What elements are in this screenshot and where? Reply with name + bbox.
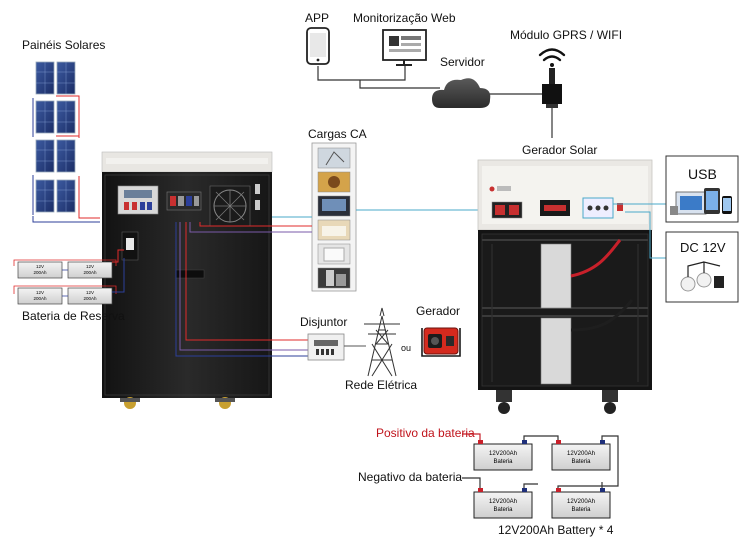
bank-battery: 12V200Ah Bateria bbox=[551, 443, 611, 471]
solar-panel bbox=[35, 179, 55, 213]
generator-label: Gerador bbox=[416, 304, 461, 318]
usb-label: USB bbox=[688, 166, 717, 182]
bank-battery: 12V200Ah Bateria bbox=[473, 443, 533, 471]
bank-battery: 12V200Ah Bateria bbox=[551, 491, 611, 519]
bank-battery-model: 12V200Ah bbox=[489, 499, 517, 505]
solar-panels bbox=[35, 61, 76, 213]
backup-battery: 12V200Ah bbox=[17, 287, 63, 305]
grid-label: Rede Elétrica bbox=[345, 378, 418, 392]
solar-generator-label: Gerador Solar bbox=[522, 143, 598, 157]
backup-battery-capacity: 200Ah bbox=[83, 296, 97, 301]
output-lines bbox=[613, 203, 666, 259]
backup-battery-voltage: 12V bbox=[86, 264, 94, 269]
generator-icon bbox=[421, 327, 461, 357]
bank-battery: 12V200Ah Bateria bbox=[473, 491, 533, 519]
solar-panel bbox=[56, 100, 76, 134]
breaker-label: Disjuntor bbox=[300, 315, 348, 329]
bank-battery-model: 12V200Ah bbox=[489, 451, 517, 457]
solar-panel bbox=[56, 179, 76, 213]
backup-battery: 12V200Ah bbox=[67, 287, 113, 305]
battery-bank: 12V200Ah Bateria 12V200Ah Bateria 12V200… bbox=[462, 433, 619, 519]
dc12v-label: DC 12V bbox=[680, 240, 726, 255]
bank-battery-label: Bateria bbox=[571, 507, 591, 513]
breaker-box bbox=[307, 333, 345, 361]
solar-generator-cabinet bbox=[477, 159, 653, 414]
backup-battery-label: Bateria de Reserva bbox=[22, 309, 125, 323]
backup-battery-capacity: 200Ah bbox=[33, 296, 47, 301]
server-label: Servidor bbox=[440, 55, 485, 69]
phone-icon bbox=[306, 27, 330, 65]
monitor-icon bbox=[382, 29, 427, 66]
ac-wiring bbox=[175, 216, 312, 357]
or-label: ou bbox=[401, 343, 412, 353]
backup-battery: 12V200Ah bbox=[67, 261, 113, 279]
panel-wiring bbox=[32, 95, 100, 223]
power-tower-icon bbox=[364, 307, 400, 377]
wifi-icon bbox=[538, 48, 566, 67]
app-label: APP bbox=[305, 11, 330, 25]
bank-battery-label: Bateria bbox=[571, 459, 591, 465]
backup-battery-voltage: 12V bbox=[86, 290, 94, 295]
bank-battery-model: 12V200Ah bbox=[567, 499, 595, 505]
ac-loads bbox=[311, 142, 357, 292]
battery-negative-label: Negativo da bateria bbox=[358, 470, 463, 484]
ac-loads-label: Cargas CA bbox=[308, 127, 367, 141]
bank-battery-label: Bateria bbox=[493, 459, 513, 465]
backup-battery-voltage: 12V bbox=[36, 290, 44, 295]
backup-battery-capacity: 200Ah bbox=[33, 270, 47, 275]
dc-12v-devices bbox=[665, 231, 739, 303]
solar-panels-label: Painéis Solares bbox=[22, 38, 106, 52]
inverter-cabinet bbox=[101, 151, 273, 409]
gprs-wifi-label: Módulo GPRS / WIFI bbox=[510, 28, 623, 42]
gprs-module bbox=[542, 68, 562, 108]
solar-panel bbox=[35, 139, 55, 173]
battery-positive-label: Positivo da bateria bbox=[376, 426, 475, 440]
solar-panel bbox=[35, 100, 55, 134]
battery-bank-label: 12V200Ah Battery * 4 bbox=[498, 523, 614, 537]
web-monitoring-label: Monitorização Web bbox=[353, 11, 456, 25]
solar-panel bbox=[56, 139, 76, 173]
bank-battery-model: 12V200Ah bbox=[567, 451, 595, 457]
solar-panel bbox=[56, 61, 76, 95]
backup-battery: 12V200Ah bbox=[17, 261, 63, 279]
usb-devices bbox=[665, 155, 739, 223]
bank-battery-label: Bateria bbox=[493, 507, 513, 513]
cloud-icon bbox=[432, 78, 491, 108]
backup-battery-voltage: 12V bbox=[36, 264, 44, 269]
solar-panel bbox=[35, 61, 55, 95]
backup-batteries: 12V200Ah 12V200Ah 12V200Ah 12V200Ah bbox=[13, 249, 125, 305]
backup-battery-capacity: 200Ah bbox=[83, 270, 97, 275]
